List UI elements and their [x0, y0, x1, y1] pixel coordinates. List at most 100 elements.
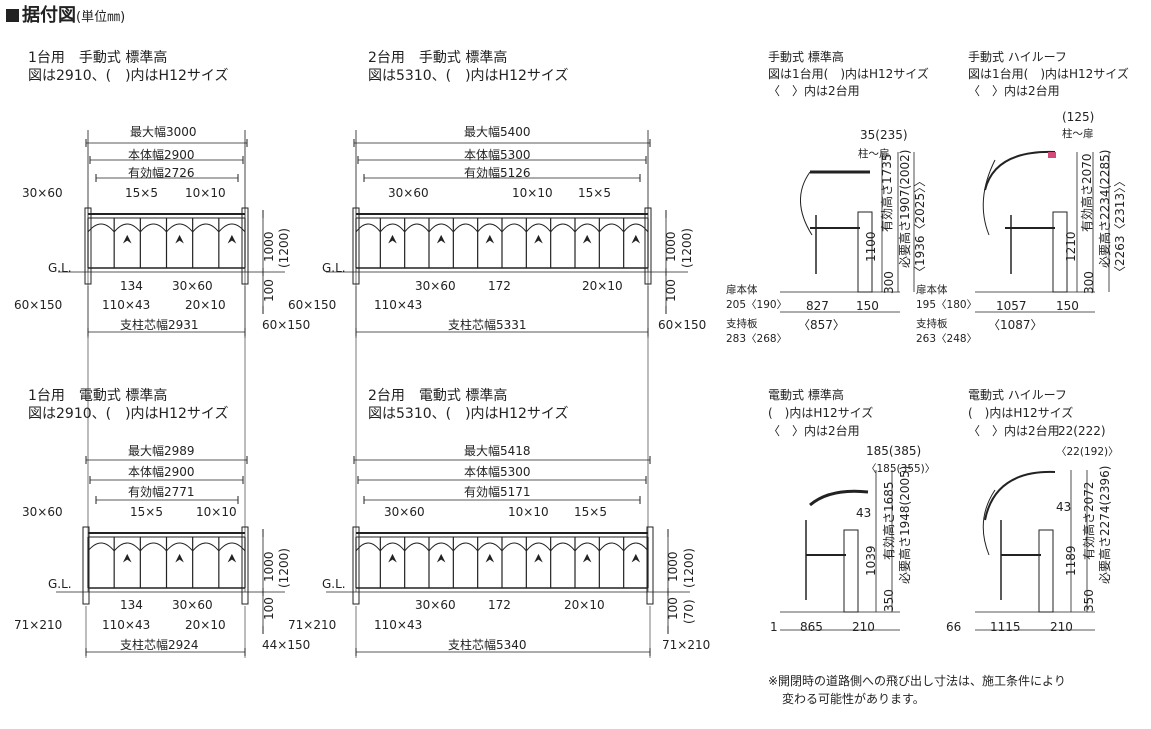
- support-plate-size: 283〈268〉: [726, 333, 788, 345]
- top-offset-2: 〈185(355)〉: [866, 463, 936, 475]
- arch: [452, 542, 479, 552]
- required-height-2: 〈1936〈2025〉〉: [913, 174, 927, 278]
- side-view-drawings: [780, 150, 1110, 631]
- panel-heading: 電動式 標準高: [768, 388, 844, 402]
- post-to-door-label: 柱～扉: [858, 148, 890, 160]
- top-offset-label: (125): [1062, 110, 1095, 124]
- required-height: 必要高さ2234(2285): [1098, 149, 1112, 268]
- max-width-label: 最大幅5418: [464, 444, 531, 458]
- arch: [166, 542, 194, 552]
- fleur-icon: [175, 553, 184, 563]
- max-width-label: 最大幅2989: [128, 444, 195, 458]
- effective-height: 有効高さ2072: [1082, 481, 1096, 560]
- arch: [598, 223, 625, 233]
- width-label-2: 〈857〉: [798, 318, 845, 332]
- base-height-label: 100: [262, 279, 276, 302]
- dim-label: 20×10: [582, 279, 623, 293]
- fleur-icon: [388, 553, 397, 563]
- fleur-icon: [436, 553, 446, 563]
- max-width-label: 最大幅3000: [130, 125, 197, 139]
- width-label: 865: [800, 620, 823, 634]
- arch: [598, 542, 625, 552]
- arch: [623, 542, 649, 552]
- arch: [87, 542, 115, 552]
- fleur-icon: [485, 553, 495, 563]
- post-right: [241, 526, 249, 605]
- dim-label: 172: [488, 598, 511, 612]
- fleur-icon: [436, 234, 446, 244]
- post-height: 1210: [1064, 231, 1078, 262]
- post-height: 1100: [864, 231, 878, 262]
- roof: [809, 489, 869, 507]
- panel-subheading: 図は2910、( )内はH12サイズ: [28, 406, 229, 422]
- dim-label: 110×43: [102, 618, 151, 632]
- arch: [452, 223, 479, 233]
- fleur-icon: [227, 234, 237, 244]
- dim-label: 20×10: [185, 618, 226, 632]
- effective-height: 有効高さ2070: [1080, 153, 1094, 232]
- panel-note: 〈 〉内は2台用: [768, 424, 860, 438]
- body-width-label: 本体幅5300: [464, 465, 531, 479]
- pink-marker: [1048, 152, 1056, 158]
- gate-drawing-2-electric: [326, 130, 690, 658]
- dim-label: 15×5: [125, 186, 158, 200]
- support-plate-size: 263〈248〉: [916, 333, 978, 345]
- dim-43: 43: [1056, 500, 1072, 514]
- arch: [87, 223, 115, 233]
- post: [843, 529, 859, 613]
- dim-label: 10×10: [185, 186, 226, 200]
- post-size-right: 60×150: [262, 318, 311, 332]
- fleur-icon: [122, 553, 132, 563]
- gl-label: G.L.: [48, 577, 72, 591]
- post-right: [646, 526, 654, 605]
- dim-label: 10×10: [196, 505, 237, 519]
- arch: [113, 542, 141, 552]
- door-body-size: 205〈190〉: [726, 299, 788, 311]
- top-offset-label: 22(222): [1058, 424, 1106, 438]
- arch: [477, 542, 503, 552]
- height-h12-label: (1200): [680, 228, 694, 268]
- arch: [355, 223, 381, 233]
- post-size-left: 71×210: [14, 618, 63, 632]
- post-height: 1039: [864, 545, 878, 576]
- footnote-line-1: ※開閉時の道路側への飛び出し寸法は、施工条件により: [768, 674, 1066, 688]
- effective-height: 有効高さ1685: [882, 481, 896, 560]
- panel-heading: 手動式 ハイルーフ: [968, 50, 1067, 64]
- arch: [379, 223, 406, 233]
- base-height: 300: [882, 271, 896, 294]
- fleur-icon: [175, 234, 184, 244]
- gl-label: G.L.: [48, 261, 72, 275]
- arch: [113, 223, 141, 233]
- post: [1052, 211, 1068, 293]
- width-label: 150: [856, 299, 879, 313]
- panel-note: 〈 〉内は2台用: [968, 424, 1060, 438]
- panel-heading: 1台用 電動式 標準高: [28, 388, 168, 404]
- base-height-label: 100: [262, 597, 276, 620]
- effective-width-label: 有効幅2726: [128, 166, 195, 180]
- dim-label: 15×5: [574, 505, 607, 519]
- door-arc: [982, 489, 996, 556]
- post-center-width: 支柱芯幅5331: [448, 318, 527, 332]
- dim-43: 43: [856, 506, 872, 520]
- dim-label: 20×10: [564, 598, 605, 612]
- post-center-width: 支柱芯幅2924: [120, 638, 199, 652]
- post-left: [82, 526, 90, 605]
- dim-label: 15×5: [578, 186, 611, 200]
- arch: [623, 223, 649, 233]
- arch: [355, 542, 381, 552]
- panel-heading: 1台用 手動式 標準高: [28, 50, 168, 66]
- height-label: 1000: [664, 231, 678, 262]
- base-height: 300: [1082, 271, 1096, 294]
- arch: [139, 223, 167, 233]
- arch: [525, 542, 552, 552]
- panel-heading: 電動式 ハイルーフ: [968, 388, 1067, 402]
- arch: [501, 542, 527, 552]
- arch: [550, 223, 576, 233]
- panel-heading: 2台用 電動式 標準高: [368, 388, 508, 404]
- gate-drawing-1-electric: [56, 130, 285, 658]
- panel-heading: 手動式 標準高: [768, 50, 844, 64]
- post-size-right: 60×150: [658, 318, 707, 332]
- arch: [550, 542, 576, 552]
- required-height-2: 〈2263〈2313〉〉: [1113, 174, 1127, 278]
